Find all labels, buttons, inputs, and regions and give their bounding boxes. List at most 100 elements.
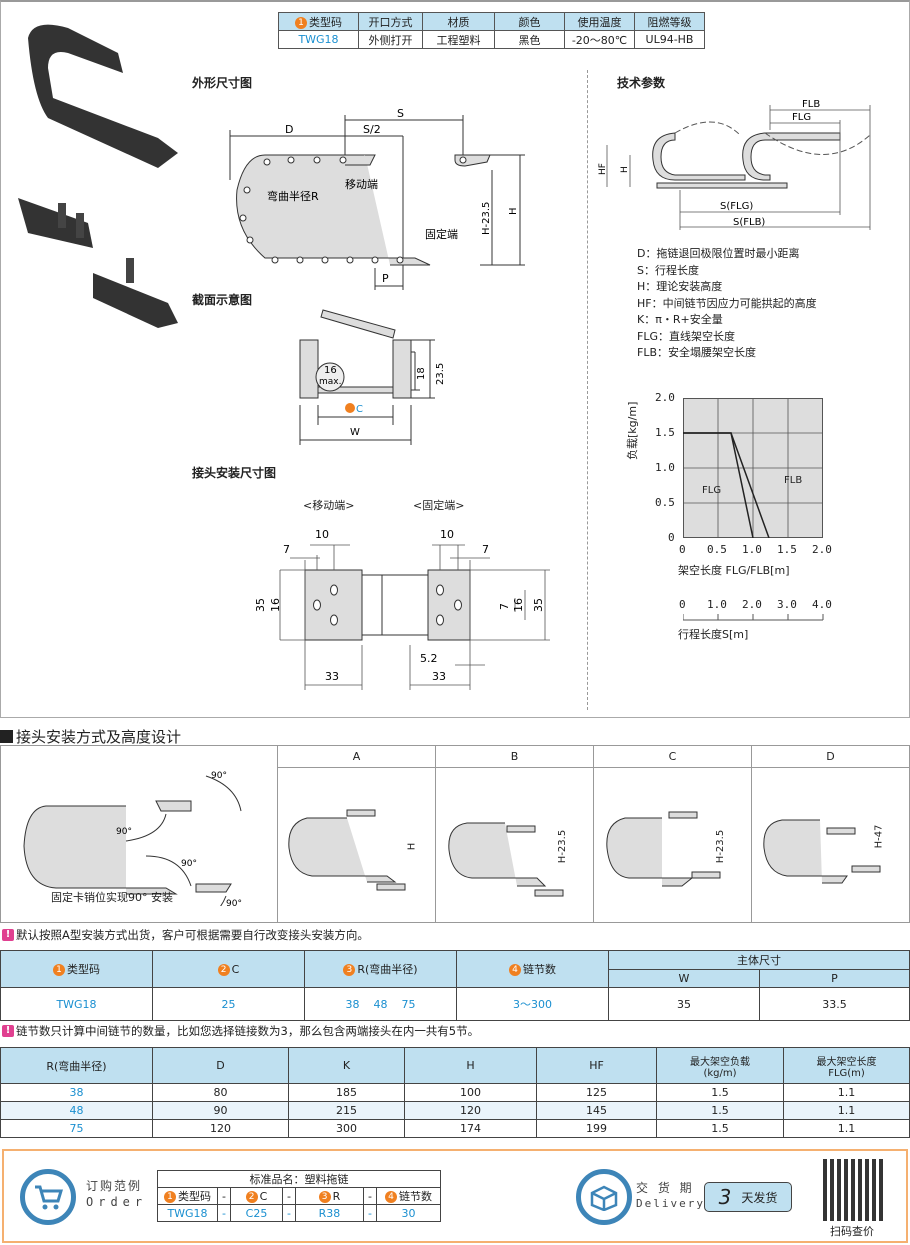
tech-title: 技术参数 [617, 76, 666, 90]
legend-d: D：拖链退回极限位置时最小距离 [637, 247, 800, 260]
s-tick: 2.0 [742, 598, 762, 611]
mount-col-b: B H-23.5 [435, 746, 593, 922]
cell: 1.5 [656, 1083, 784, 1102]
cell-c: 25 [152, 987, 305, 1021]
std-name: 标准品名：塑料拖链 [157, 1170, 441, 1188]
delivery-title: 交 货 期 [636, 1181, 695, 1195]
qr-code-icon[interactable] [823, 1159, 885, 1221]
delivery-days-label: 天发货 [741, 1190, 778, 1205]
legend-s: S：行程长度 [637, 263, 699, 277]
box-icon [576, 1169, 632, 1225]
dim-header: 最大架空负载 (kg/m) [656, 1047, 784, 1084]
legend-k: K：π・R+安全量 [637, 313, 723, 326]
sep: - [281, 1187, 296, 1205]
header-p: P [759, 969, 910, 988]
rotation-drawing: 90° 90° 90° 90° [23, 771, 242, 906]
cell: 174 [404, 1119, 537, 1138]
sep: - [362, 1204, 377, 1222]
x-tick: 0.5 [707, 543, 727, 556]
dim-7b: 7 [482, 543, 489, 556]
spec-value-opening: 外侧打开 [358, 30, 423, 49]
label-s-flg: S(FLG) [720, 201, 753, 212]
spec-header-temp: 使用温度 [564, 12, 635, 31]
header-w: W [608, 969, 760, 988]
label-hf: HF [598, 163, 608, 175]
warning-icon: ! [2, 1025, 14, 1037]
cell: 90 [152, 1101, 289, 1120]
sep: - [281, 1204, 296, 1222]
dimension-table: R(弯曲半径) D K H HF 最大架空负载 (kg/m) 最大架空长度 FL… [0, 1047, 910, 1138]
dim-diameter: 16 [324, 365, 337, 376]
sep: - [217, 1187, 231, 1205]
cross-section-drawing: 16 max. 18 23.5 C W [299, 309, 446, 445]
dim-23-5: 23.5 [435, 363, 446, 385]
dim-7c: 7 [498, 603, 511, 610]
label-h: H [620, 166, 630, 173]
spec-header-flame: 阻燃等级 [634, 12, 705, 31]
s-tick: 0 [679, 598, 686, 611]
cell: 1.1 [783, 1083, 910, 1102]
cell: 120 [404, 1101, 537, 1120]
spec-value-flame: UL94-HB [634, 30, 705, 49]
dim-max: max. [319, 377, 341, 387]
dim-header: 最大架空长度 FLG(m) [783, 1047, 910, 1084]
cell-links: 3～300 [456, 987, 609, 1021]
dim-33a: 33 [325, 670, 339, 683]
dim-s: S [397, 107, 404, 120]
spec-value-type: TWG18 [278, 30, 359, 49]
mount-col-label: A [278, 746, 435, 768]
mount-col-a: A H [277, 746, 435, 922]
mount-caption: 固定卡销位实现90° 安装 [51, 891, 173, 904]
cell-type: TWG18 [0, 987, 153, 1021]
note-link-count: !链节数只计算中间链节的数量，比如您选择链接数为3，那么包含两端接头在内一共有5… [2, 1023, 479, 1039]
angle-label: 90° [181, 859, 197, 869]
dim-header: K [288, 1047, 405, 1084]
s-tick: 4.0 [812, 598, 832, 611]
mount-col-label: B [436, 746, 593, 768]
x-tick: 1.5 [777, 543, 797, 556]
cell: 199 [536, 1119, 657, 1138]
dim-7a: 7 [283, 543, 290, 556]
cell: 38 [0, 1083, 153, 1102]
cell-w: 35 [608, 987, 760, 1021]
joint-title: 接头安装尺寸图 [192, 466, 277, 480]
label-flg: FLG [792, 112, 811, 123]
cell: 300 [288, 1119, 405, 1138]
sep: - [217, 1204, 231, 1222]
dim-h: H [508, 207, 519, 215]
tech-drawing: FLB FLG HF H S(FLG) S(FLB) [598, 99, 871, 230]
cell-p: 33.5 [759, 987, 910, 1021]
legend-flb: FLB：安全塌腰架空长度 [637, 346, 757, 359]
dim-10a: 10 [315, 528, 329, 541]
y-tick: 0.5 [655, 496, 675, 509]
angle-label: 90° [211, 771, 227, 781]
series-label-flg: FLG [702, 485, 722, 496]
s-tick: 3.0 [777, 598, 797, 611]
stroke-axis [683, 614, 824, 621]
joint-fixed-label: <固定端> [413, 499, 465, 512]
label-s-flb: S(FLB) [733, 217, 765, 228]
dim-p: P [382, 272, 389, 285]
cell: 100 [404, 1083, 537, 1102]
mount-section-title: 接头安装方式及高度设计 [0, 726, 181, 747]
mount-chain-drawings [288, 809, 881, 897]
cross-section-title: 截面示意图 [192, 293, 253, 307]
spec-header-material: 材质 [422, 12, 495, 31]
delivery-badge: 3 天发货 [704, 1182, 792, 1212]
legend-hf: HF：中间链节因应力可能拱起的高度 [637, 296, 817, 310]
outline-title: 外形尺寸图 [192, 76, 253, 90]
x-tick: 2.0 [812, 543, 832, 556]
dim-d: D [285, 123, 293, 136]
cell: 1.1 [783, 1101, 910, 1120]
spec-header-opening: 开口方式 [358, 12, 423, 31]
cart-icon [20, 1169, 76, 1225]
sep: - [362, 1187, 377, 1205]
product-photo [18, 24, 178, 328]
